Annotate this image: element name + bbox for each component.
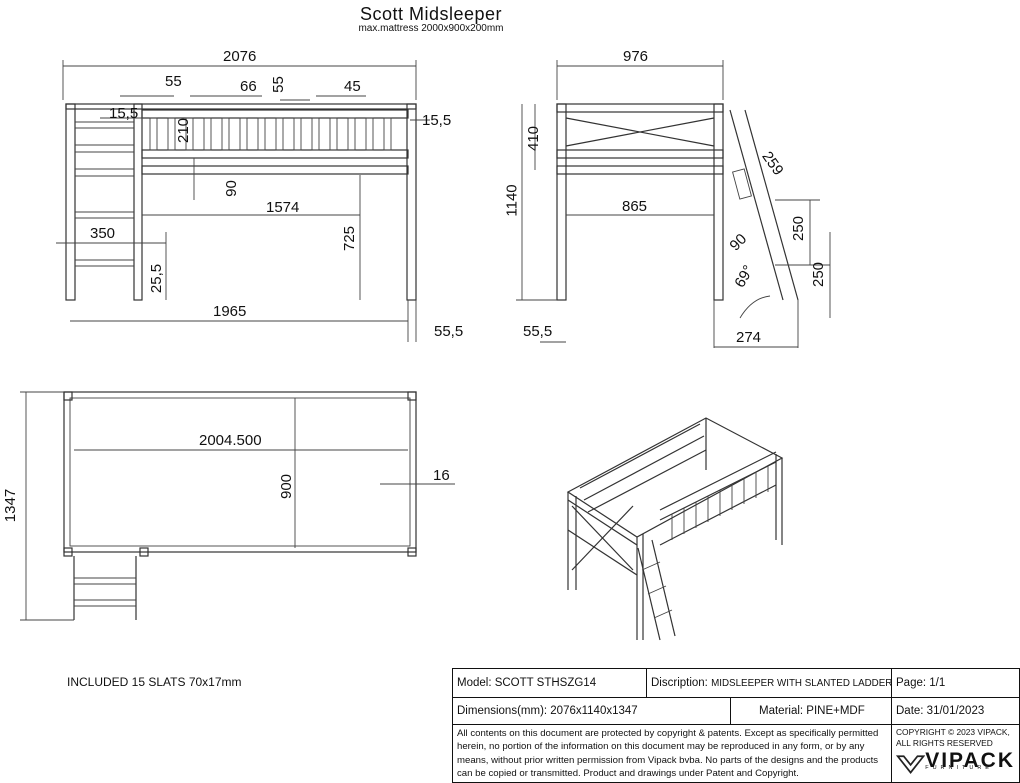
dim-1965: 1965 bbox=[213, 303, 247, 320]
logo-text: VIPACK bbox=[925, 748, 1015, 772]
iso-rail-slats bbox=[671, 466, 769, 540]
dim-15-5-left: 15,5 bbox=[109, 105, 139, 122]
dim-250-a: 250 bbox=[790, 215, 808, 242]
dim-55-5-side: 55,5 bbox=[523, 323, 553, 340]
copyright-text: COPYRIGHT © 2023 VIPACK, ALL RIGHTS RESE… bbox=[896, 727, 1010, 748]
isometric-view-drawing bbox=[566, 417, 784, 641]
side-view-drawing bbox=[516, 60, 831, 348]
vipack-logo-icon bbox=[896, 755, 926, 774]
dim-250-b: 250 bbox=[810, 261, 828, 288]
dim-55b: 55 bbox=[269, 76, 287, 93]
drawing-subtitle: max.mattress 2000x900x200mm bbox=[358, 23, 504, 34]
dim-350: 350 bbox=[90, 225, 116, 242]
dim-410: 410 bbox=[525, 125, 543, 152]
top-view-drawing bbox=[20, 391, 455, 621]
dim-1140: 1140 bbox=[503, 184, 521, 217]
dim-side-width: 976 bbox=[623, 48, 649, 65]
dim-length: 2004.500 bbox=[199, 432, 262, 449]
dim-25-5: 25,5 bbox=[148, 263, 166, 294]
description-label: Discription: bbox=[651, 677, 708, 689]
dim-16: 16 bbox=[433, 467, 450, 484]
material-cell: Material: PINE+MDF bbox=[731, 698, 892, 725]
dim-15-5-right: 15,5 bbox=[422, 112, 452, 129]
dim-900: 900 bbox=[278, 473, 296, 500]
description-cell: Discription: MIDSLEEPER WITH SLANTED LAD… bbox=[647, 669, 892, 698]
page-cell: Page: 1/1 bbox=[892, 669, 1019, 698]
dim-1347: 1347 bbox=[2, 488, 20, 523]
logo-subtext: FURNITURE bbox=[925, 764, 993, 771]
title-block: Model: SCOTT STHSZG14 Discription: MIDSL… bbox=[452, 668, 1020, 783]
dim-45: 45 bbox=[344, 78, 361, 95]
vipack-logo: VIPACK FURNITURE bbox=[896, 748, 1015, 776]
dimensions-cell: Dimensions(mm): 2076x1140x1347 bbox=[453, 698, 731, 725]
slats-note: INCLUDED 15 SLATS 70x17mm bbox=[67, 675, 242, 689]
front-ladder bbox=[75, 121, 134, 267]
description-value: MIDSLEEPER WITH SLANTED LADDER bbox=[711, 678, 892, 689]
front-rail-slats bbox=[149, 117, 392, 151]
dim-725: 725 bbox=[341, 225, 359, 252]
front-view-drawing bbox=[56, 60, 430, 342]
date-cell: Date: 31/01/2023 bbox=[892, 698, 1019, 725]
dim-55: 55 bbox=[165, 73, 182, 90]
model-cell: Model: SCOTT STHSZG14 bbox=[453, 669, 647, 698]
dim-210: 210 bbox=[175, 117, 193, 144]
drawing-title: Scott Midsleeper bbox=[359, 4, 503, 24]
dim-66: 66 bbox=[240, 78, 257, 95]
dim-274: 274 bbox=[736, 329, 762, 346]
dim-overall-width: 2076 bbox=[223, 48, 257, 65]
dim-55-5-front: 55,5 bbox=[434, 323, 464, 340]
copyright-cell: COPYRIGHT © 2023 VIPACK, ALL RIGHTS RESE… bbox=[892, 725, 1019, 782]
legal-notice: All contents on this document are protec… bbox=[453, 725, 892, 782]
dim-90-front: 90 bbox=[222, 180, 240, 197]
dim-865: 865 bbox=[622, 198, 648, 215]
dim-1574: 1574 bbox=[266, 199, 300, 216]
